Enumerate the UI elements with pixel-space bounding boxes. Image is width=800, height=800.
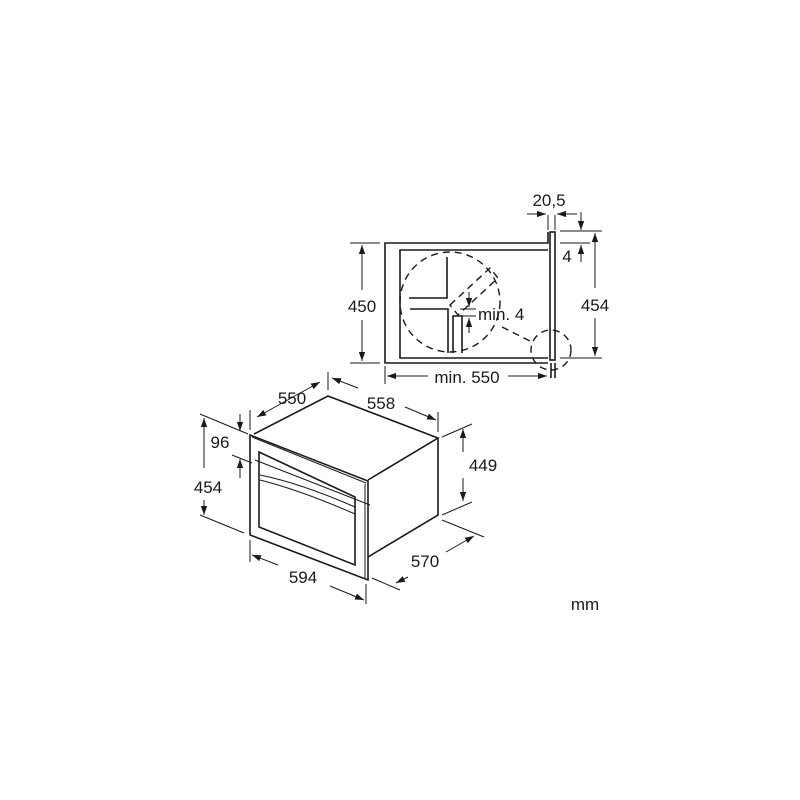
detail-rail	[452, 315, 463, 353]
appliance-view: 550 558 96 454 449 594 570	[194, 372, 497, 604]
dim-depth-top: 550	[278, 389, 306, 408]
dim-panel-height: 96	[211, 433, 230, 452]
detail-slot	[449, 266, 499, 317]
dim-depth-total: 570	[411, 552, 439, 571]
front-top-edge	[251, 436, 367, 484]
panel-line	[254, 459, 371, 506]
dim-front-height: 454	[194, 478, 222, 497]
dim-offset: 4	[562, 247, 571, 266]
dim-body-height: 449	[469, 456, 497, 475]
dim-front-width: 594	[289, 568, 317, 587]
dim-gap: min. 4	[478, 305, 524, 324]
detail-leader	[501, 326, 533, 343]
oven-top	[253, 395, 440, 481]
oven-window	[258, 450, 356, 567]
front-panel	[549, 231, 556, 361]
dim-total-height: 454	[581, 296, 609, 315]
dim-panel-thickness: 20,5	[532, 191, 565, 210]
niche-inner	[399, 249, 548, 359]
dim-width-back: 558	[367, 394, 395, 413]
unit-label: mm	[571, 595, 599, 614]
detail-base	[410, 308, 449, 353]
dim-niche-height: 450	[348, 297, 376, 316]
niche-section: 450 454 4 20,5 min. 4 min. 550	[348, 191, 609, 387]
detail-circle-small	[530, 329, 572, 371]
door-handle	[259, 474, 356, 515]
oven-front	[249, 433, 369, 582]
niche-outline	[384, 232, 549, 364]
detail-circle	[399, 251, 501, 353]
detail-wall	[409, 257, 448, 299]
oven-side	[367, 438, 439, 558]
dim-niche-depth: min. 550	[434, 368, 499, 387]
